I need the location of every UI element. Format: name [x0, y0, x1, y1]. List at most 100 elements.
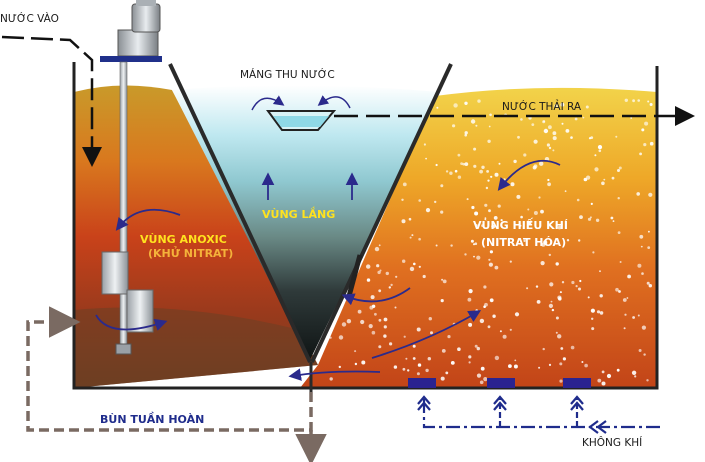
air-bubble [473, 164, 477, 168]
air-bubble [557, 334, 562, 339]
label-settling-zone: VÙNG LẮNG [262, 206, 335, 221]
air-bubble [417, 363, 422, 367]
air-bubble [626, 297, 629, 299]
air-bubble [565, 129, 570, 133]
air-bubble [617, 169, 620, 172]
air-bubble [450, 244, 453, 247]
air-bubble [485, 186, 489, 190]
air-bubble [590, 202, 593, 205]
air-bubble [479, 169, 483, 174]
air-bubble [423, 143, 426, 146]
air-bubble [559, 379, 563, 383]
air-bubble [479, 318, 485, 324]
trough-flow-arrow-left [251, 95, 285, 111]
air-bubble [513, 159, 517, 164]
air-bubble [540, 209, 544, 214]
air-bubble [403, 335, 406, 338]
air-bubble [648, 192, 653, 197]
label-aerobic-zone: VÙNG HIẾU KHÍ [473, 217, 568, 232]
air-bubble [378, 318, 382, 322]
air-bubble [490, 175, 493, 178]
air-bubble [487, 139, 491, 143]
air-bubble [617, 231, 621, 235]
air-bubble [422, 274, 426, 279]
air-bubble [599, 294, 603, 298]
air-bubble [475, 224, 478, 227]
air-bubble [548, 146, 552, 150]
air-bubble [586, 175, 591, 180]
air-bubble [497, 204, 501, 208]
air-bubble [412, 344, 416, 348]
air-bubble [578, 239, 581, 242]
air-bubble [513, 364, 518, 369]
air-bubble [546, 143, 551, 147]
air-bubble [618, 290, 621, 293]
air-bubble [377, 270, 381, 275]
air-bubble [617, 197, 620, 200]
air-bubble [582, 116, 585, 119]
air-bubble [418, 199, 422, 202]
trough-water [273, 116, 329, 127]
air-bubble [611, 176, 615, 180]
air-bubble [476, 373, 482, 378]
air-bubble [401, 198, 404, 201]
air-bubble [338, 335, 344, 340]
air-bubble [409, 236, 412, 239]
air-bubble [637, 263, 642, 268]
air-bubble [509, 328, 512, 331]
air-bubble [618, 166, 622, 170]
settler-baffle [345, 254, 363, 301]
air-bubble [394, 306, 397, 309]
air-bubble [464, 133, 468, 137]
air-chevrons [417, 395, 607, 434]
air-bubble [517, 135, 520, 139]
air-bubble [445, 371, 449, 375]
air-bubble [494, 355, 500, 361]
air-bubble [402, 367, 406, 371]
air-bubble [481, 165, 485, 169]
air-bubble [641, 128, 645, 132]
air-bubble [329, 377, 333, 381]
air-bubble [533, 211, 538, 215]
air-bubble [637, 314, 640, 317]
air-bubble [543, 120, 545, 123]
air-bubble [637, 99, 640, 102]
air-bubble [402, 259, 406, 263]
air-bubble [378, 345, 382, 349]
air-bubble [648, 284, 652, 288]
air-bubble [460, 162, 463, 166]
air-bubble [464, 101, 468, 106]
air-bubble [368, 324, 373, 329]
air-bubble [476, 346, 480, 351]
air-bubble [467, 297, 472, 302]
air-bubble [361, 360, 366, 365]
air-bubble [436, 106, 439, 109]
air-bubble [329, 336, 332, 339]
air-bubble [493, 216, 498, 220]
air-bubble [592, 251, 595, 254]
air-bubble [523, 153, 527, 157]
label-water-in: NƯỚC VÀO [0, 12, 59, 25]
air-bubble [442, 279, 447, 284]
air-bubble [591, 317, 594, 320]
air-bubble [570, 136, 573, 139]
air-bubble [371, 304, 376, 308]
air-bubble [622, 298, 627, 302]
air-bubble [648, 230, 650, 233]
air-bubble [376, 264, 380, 268]
air-bubble [416, 372, 420, 376]
air-bubble [440, 376, 445, 381]
air-bubble [440, 184, 444, 188]
air-bubble [557, 295, 562, 300]
air-bubble [473, 255, 475, 258]
air-bubble [581, 361, 584, 363]
air-bubble [494, 265, 499, 270]
air-bubble [457, 153, 461, 157]
air-bubble [383, 334, 387, 338]
air-bubble [411, 234, 414, 237]
air-bubble [425, 368, 429, 373]
air-bubble [640, 245, 643, 248]
air-bubbles [329, 98, 654, 386]
air-bubble [555, 331, 558, 334]
